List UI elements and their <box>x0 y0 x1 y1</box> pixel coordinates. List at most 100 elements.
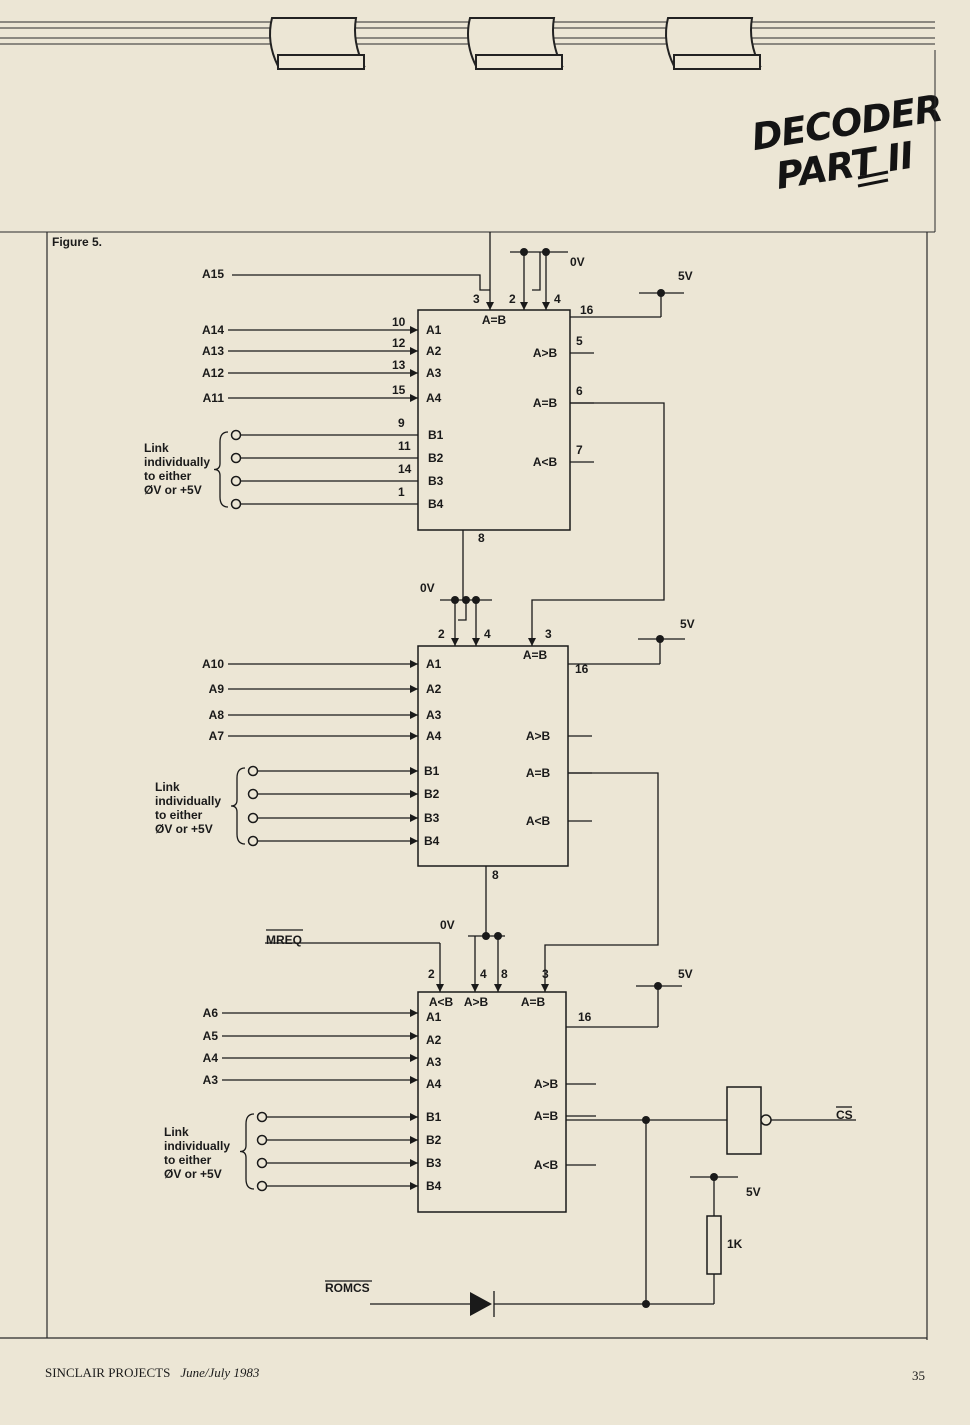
resistor-label: 1K <box>727 1237 743 1251</box>
arrow-head <box>410 685 418 693</box>
pin-number: 13 <box>392 358 406 372</box>
chip-pin-label: A3 <box>426 366 442 380</box>
pin-number: 8 <box>478 531 485 545</box>
arrow-head <box>486 302 494 310</box>
pin-number: 16 <box>578 1010 592 1024</box>
address-label: A7 <box>209 729 225 743</box>
pin-number: 9 <box>398 416 405 430</box>
chip-pin-label: A<B <box>526 814 551 828</box>
chip-pin-label: A<B <box>429 995 454 1009</box>
pin-number: 3 <box>545 627 552 641</box>
chip-pin-label: A>B <box>464 995 489 1009</box>
pin-number: 16 <box>580 303 594 317</box>
link-note-text: to either <box>144 469 192 483</box>
chip-pin-label: B2 <box>424 787 440 801</box>
link-note-text: Link <box>164 1125 189 1139</box>
chip-pin-label: A=B <box>533 396 558 410</box>
schematic-wires <box>213 232 856 1317</box>
link-brace <box>230 767 246 845</box>
arrow-head <box>410 1076 418 1084</box>
inverter-gate <box>726 1086 762 1155</box>
chip-pin-label: A=B <box>482 313 507 327</box>
arrow-head <box>410 767 418 775</box>
chip-pin-label: B1 <box>426 1110 442 1124</box>
pin-number: 6 <box>576 384 583 398</box>
pin-number: 11 <box>398 439 411 453</box>
pin-number: 8 <box>492 868 499 882</box>
address-label: A6 <box>203 1006 219 1020</box>
address-label: A13 <box>202 344 224 358</box>
arrow-head <box>451 638 459 646</box>
comparator-3 <box>417 991 567 1213</box>
chip-pin-label: B3 <box>424 811 440 825</box>
chip-pin-label: A>B <box>526 729 551 743</box>
chip-pin-label: A3 <box>426 1055 442 1069</box>
figure-label: Figure 5. <box>52 235 102 249</box>
link-note-text: ØV or +5V <box>164 1167 222 1181</box>
address-label: A8 <box>209 708 225 722</box>
link-terminal <box>256 1134 268 1146</box>
junction-dot <box>656 635 664 643</box>
footer-publication: SINCLAIR PROJECTS June/July 1983 <box>45 1365 259 1381</box>
wire <box>532 252 541 291</box>
binder-clips <box>269 17 762 70</box>
link-note-text: individually <box>144 455 210 469</box>
arrow-head <box>410 1032 418 1040</box>
pin-number: 3 <box>473 292 480 306</box>
link-note-text: individually <box>164 1139 230 1153</box>
chip-pin-label: A=B <box>534 1109 559 1123</box>
pin-number: 1 <box>398 485 405 499</box>
chip-pin-label: A1 <box>426 323 442 337</box>
chip-pin-label: A4 <box>426 1077 442 1091</box>
chip-pin-label: A2 <box>426 344 442 358</box>
link-terminal <box>247 765 259 777</box>
diode-symbol <box>470 1292 492 1316</box>
romcs-label: ROMCS <box>325 1281 370 1295</box>
publication-name: SINCLAIR PROJECTS <box>45 1365 171 1380</box>
issue-date: June/July 1983 <box>180 1365 260 1380</box>
chip-pin-label: A=B <box>523 648 548 662</box>
link-terminal <box>230 475 242 487</box>
pin-number: 4 <box>480 967 487 981</box>
link-terminal <box>247 788 259 800</box>
chip-pin-label: A3 <box>426 708 442 722</box>
pin-number: 2 <box>428 967 435 981</box>
junction-dot <box>654 982 662 990</box>
address-label: A9 <box>209 682 225 696</box>
chip-pin-label: B4 <box>426 1179 442 1193</box>
arrow-head <box>410 732 418 740</box>
five-volt-label: 5V <box>680 617 695 631</box>
chip-pin-label: A4 <box>426 391 442 405</box>
chip-pin-label: A1 <box>426 657 442 671</box>
pin-number: 4 <box>484 627 491 641</box>
title-underline <box>857 170 889 188</box>
wire <box>232 274 490 291</box>
arrow-head <box>410 711 418 719</box>
address-label: A4 <box>203 1051 219 1065</box>
link-note-text: Link <box>144 441 169 455</box>
wire <box>544 772 659 992</box>
arrow-head <box>542 302 550 310</box>
arrow-head <box>436 984 444 992</box>
pin-number: 5 <box>576 334 583 348</box>
arrow-head <box>410 1159 418 1167</box>
arrow-head <box>410 1182 418 1190</box>
comparator-chips <box>417 309 571 1213</box>
address-label: A3 <box>203 1073 219 1087</box>
inverter-bubble <box>760 1114 772 1126</box>
chip-pin-label: A1 <box>426 1010 442 1024</box>
page-frame <box>0 21 936 1340</box>
page-number: 35 <box>912 1368 925 1383</box>
address-label: A5 <box>203 1029 219 1043</box>
link-brace <box>213 431 229 508</box>
wire <box>531 402 665 646</box>
address-label-a15: A15 <box>202 267 224 281</box>
address-label: A12 <box>202 366 224 380</box>
address-label: A10 <box>202 657 224 671</box>
link-note-text: individually <box>155 794 221 808</box>
link-note-text: ØV or +5V <box>144 483 202 497</box>
junction-dot <box>657 289 665 297</box>
pin-number: 8 <box>501 967 508 981</box>
